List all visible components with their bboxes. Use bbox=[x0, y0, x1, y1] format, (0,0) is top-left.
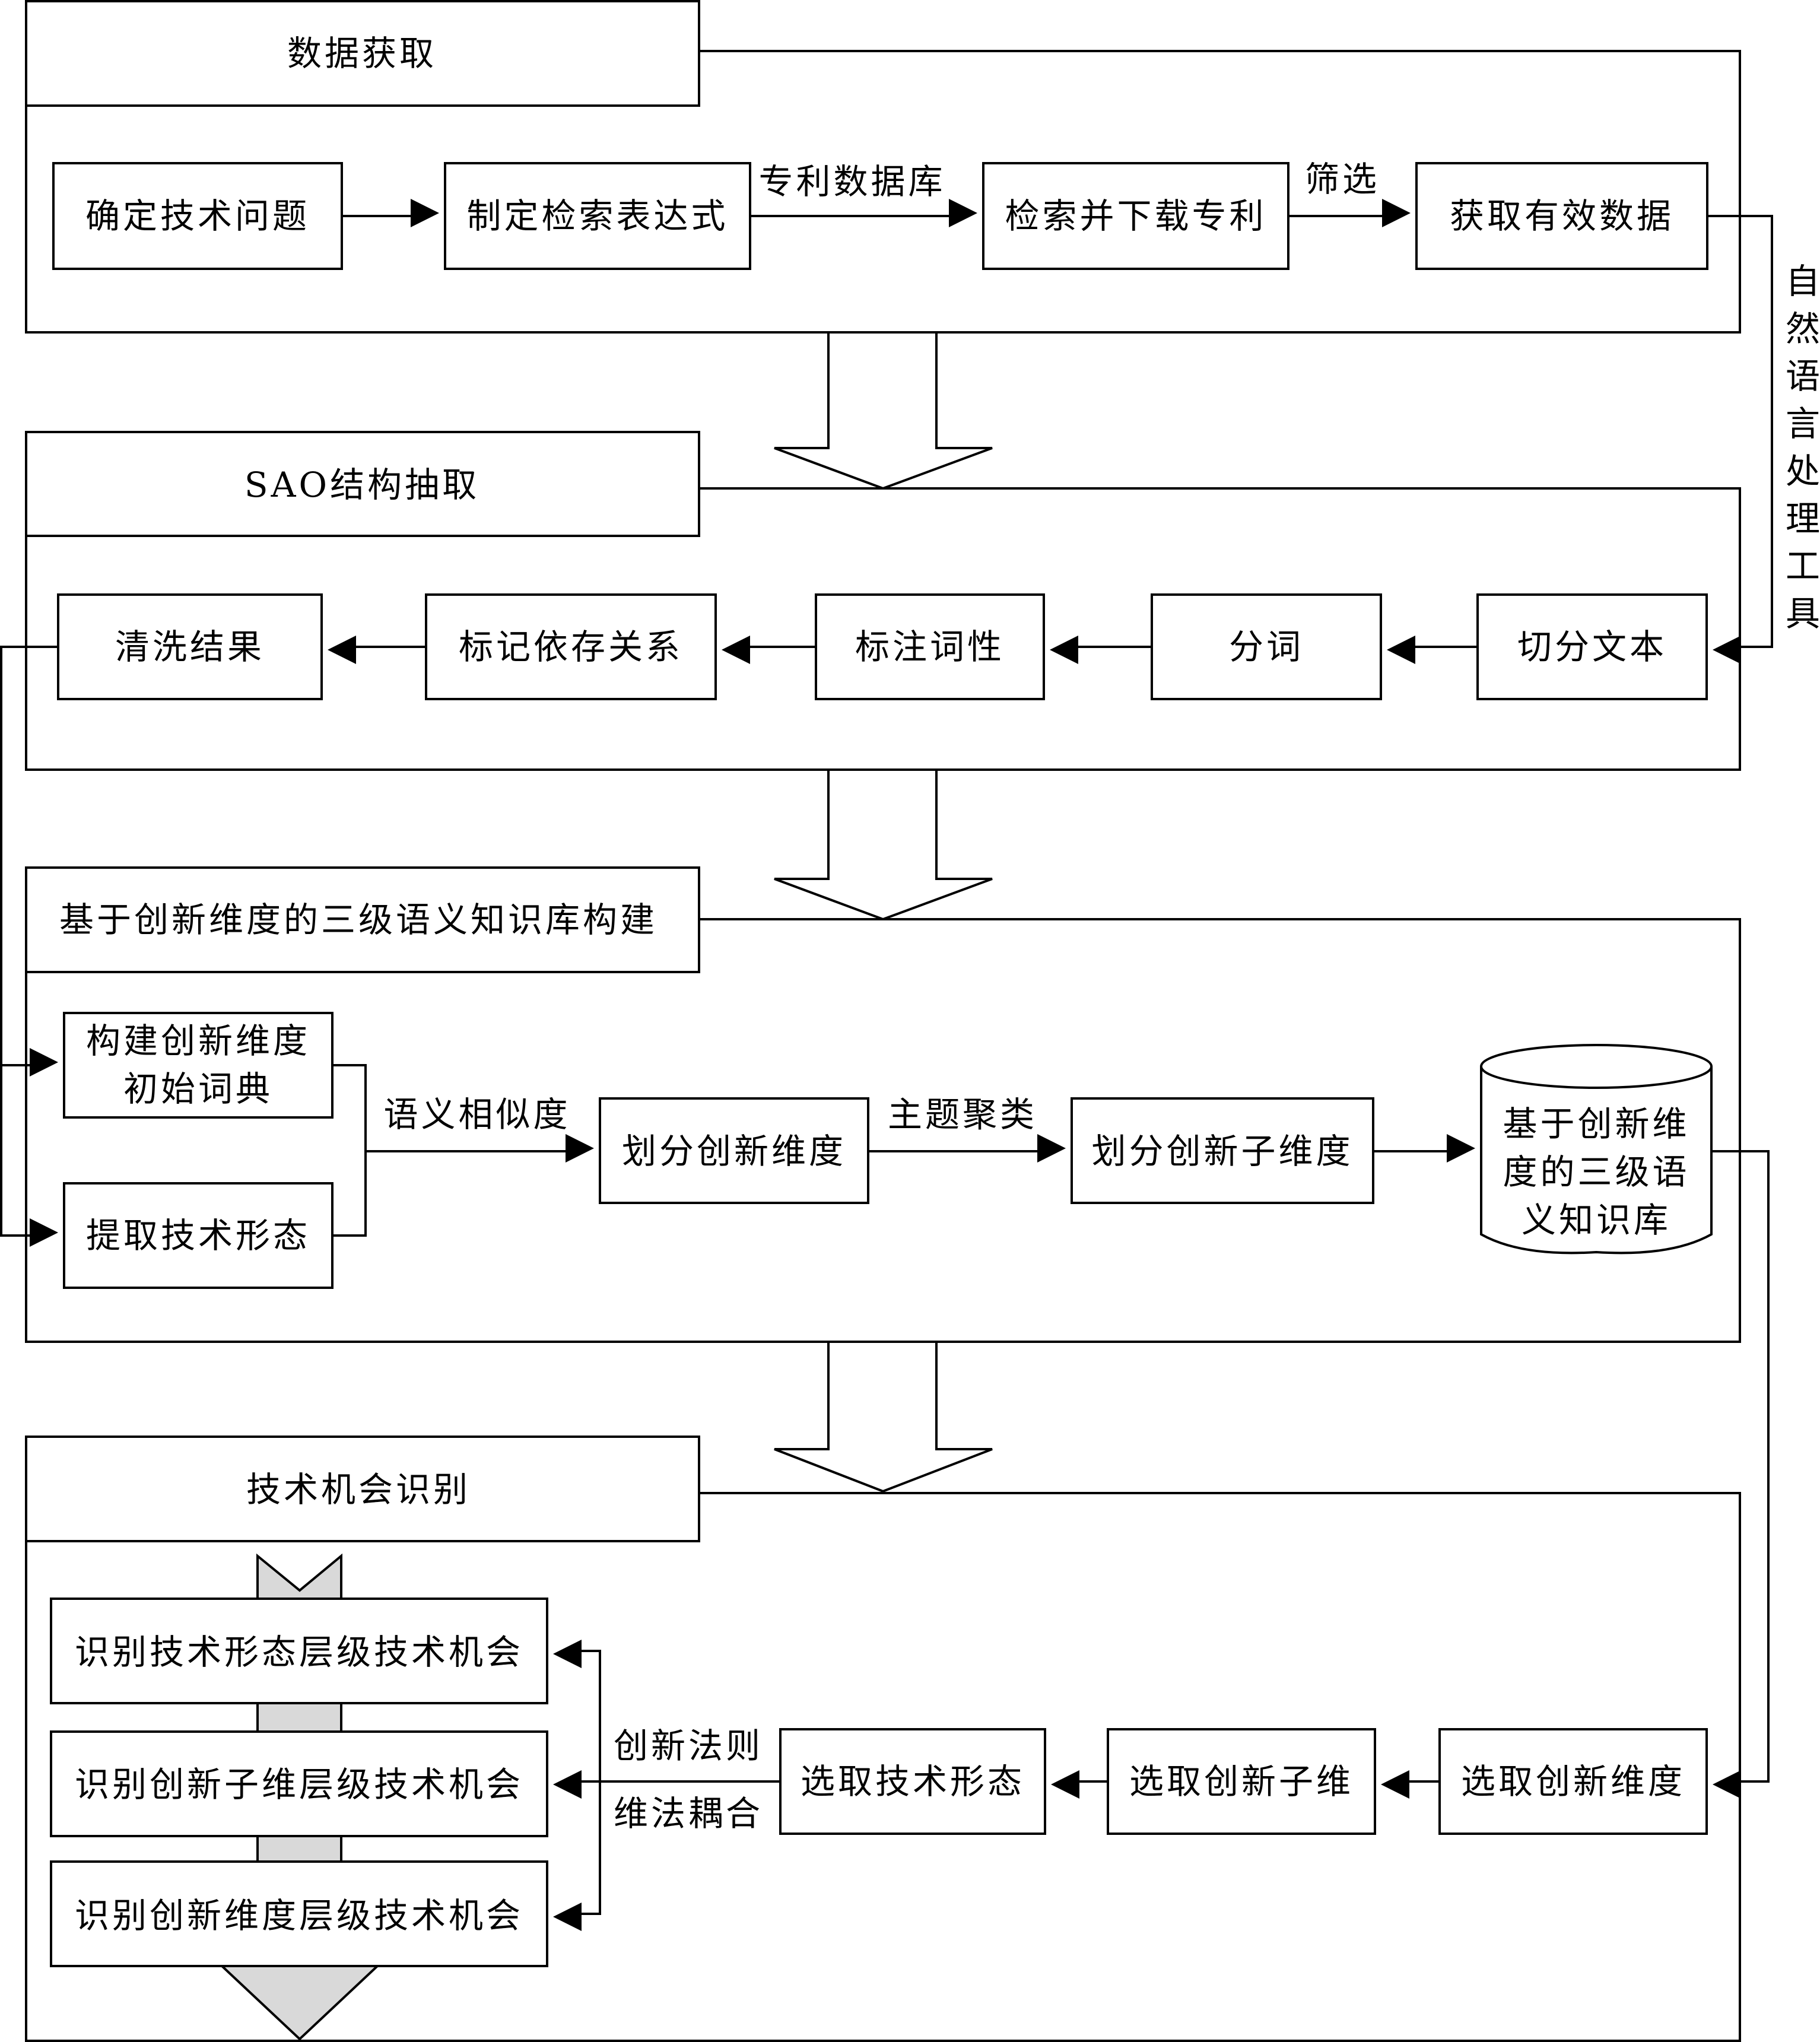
result-label: 识别创新子维层级技术机会 bbox=[75, 1764, 523, 1805]
result-label: 识别创新维度层级技术机会 bbox=[75, 1895, 523, 1936]
select-label: 选取创新子维 bbox=[1129, 1761, 1354, 1802]
section-knowledge-base: 基于创新维度的三级语义知识库构建 构建创新维度 初始词典 提取技术形态 划分创新… bbox=[25, 866, 1741, 1343]
kb-to-selection-connector bbox=[1711, 1150, 1770, 1799]
section-title: 数据获取 bbox=[287, 33, 437, 74]
section-title: 基于创新维度的三级语义知识库构建 bbox=[59, 900, 658, 940]
step-label: 清洗结果 bbox=[115, 627, 265, 667]
database-label: 义知识库 bbox=[1522, 1200, 1671, 1240]
section-title-box bbox=[25, 866, 700, 973]
database-label: 度的三级语 bbox=[1503, 1152, 1689, 1192]
step-label: 确定技术问题 bbox=[85, 196, 310, 236]
edge-label-clustering: 主题聚类 bbox=[888, 1094, 1037, 1135]
step-label: 切分文本 bbox=[1517, 627, 1667, 667]
select-sub-dimension bbox=[1107, 1728, 1376, 1835]
result-tech-form-level bbox=[50, 1598, 548, 1704]
side-label-char: 处 bbox=[1786, 451, 1820, 491]
section-title: 技术机会识别 bbox=[246, 1469, 471, 1510]
section-title: SAO结构抽取 bbox=[244, 465, 479, 505]
edge-label-similarity: 语义相似度 bbox=[383, 1094, 570, 1135]
step-split-text bbox=[1476, 593, 1708, 700]
edge-label-patent-db: 专利数据库 bbox=[758, 161, 945, 202]
side-label-char: 工 bbox=[1786, 546, 1820, 586]
database-cylinder-icon bbox=[1480, 1066, 1713, 1255]
coupling-label: 创新法则 bbox=[614, 1726, 763, 1766]
step-label: 构建创新维度 bbox=[86, 1021, 310, 1061]
select-dimension bbox=[1438, 1728, 1708, 1835]
coupling-bracket bbox=[576, 1650, 601, 1915]
stage-arrow-down-2 bbox=[774, 771, 993, 921]
database-cylinder-top bbox=[1480, 1044, 1713, 1089]
stage-arrow-down-1 bbox=[774, 334, 993, 490]
step-define-problem bbox=[52, 162, 343, 270]
stage-arrow-down-3 bbox=[774, 1343, 993, 1493]
side-label-char: 言 bbox=[1786, 404, 1820, 444]
step-label: 划分创新子维度 bbox=[1091, 1131, 1353, 1171]
nlp-tool-connector bbox=[1707, 215, 1773, 664]
step-search-expression bbox=[444, 162, 751, 270]
step-label: 提取技术形态 bbox=[86, 1215, 310, 1256]
step-extract-tech-form bbox=[63, 1182, 333, 1289]
side-label-char: 然 bbox=[1786, 309, 1820, 349]
select-label: 选取技术形态 bbox=[801, 1761, 1025, 1802]
side-label-char: 理 bbox=[1786, 498, 1820, 539]
step-label: 初始词典 bbox=[123, 1069, 273, 1109]
step-pos-tagging bbox=[815, 593, 1045, 700]
section-title-box bbox=[25, 0, 700, 107]
step-segmentation bbox=[1151, 593, 1382, 700]
step-label: 获取有效数据 bbox=[1450, 196, 1674, 236]
select-tech-form bbox=[779, 1728, 1046, 1835]
result-dimension-level bbox=[50, 1860, 548, 1967]
step-label: 标记依存关系 bbox=[459, 627, 683, 667]
merge-bracket bbox=[332, 1064, 571, 1237]
step-clean-results bbox=[57, 593, 323, 700]
side-label-char: 自 bbox=[1786, 261, 1820, 301]
side-label-nlp-tools: 自 然 语 言 处 理 工 具 bbox=[1786, 261, 1820, 634]
section-data-acquisition: 数据获取 确定技术问题 制定检索表达式 检索并下载专利 获取有效数据 专利数据库… bbox=[25, 0, 1741, 334]
coupling-label: 维法耦合 bbox=[614, 1793, 763, 1834]
step-initial-dictionary bbox=[63, 1012, 333, 1119]
step-label: 检索并下载专利 bbox=[1005, 196, 1266, 236]
side-label-char: 语 bbox=[1786, 356, 1820, 396]
step-label: 制定检索表达式 bbox=[466, 196, 728, 236]
section-title-box bbox=[25, 1436, 700, 1542]
edge-label-filter: 筛选 bbox=[1305, 159, 1380, 199]
section-sao-extraction: SAO结构抽取 切分文本 分词 标注词性 标记依存关系 清洗结果 bbox=[25, 431, 1741, 771]
step-download-patents bbox=[982, 162, 1289, 270]
section-title-box bbox=[25, 431, 700, 537]
step-dependency bbox=[425, 593, 717, 700]
step-valid-data bbox=[1415, 162, 1708, 270]
clean-feed-connector bbox=[0, 646, 58, 1247]
result-sub-dimension-level bbox=[50, 1730, 548, 1837]
step-label: 标注词性 bbox=[855, 627, 1005, 667]
section-opportunity: 技术机会识别 识别技术形态层级技术机会 识别创新子维层级技术机会 识别创新维度层… bbox=[25, 1436, 1741, 2042]
select-label: 选取创新维度 bbox=[1461, 1761, 1685, 1802]
step-label: 分词 bbox=[1229, 627, 1304, 667]
step-label: 划分创新维度 bbox=[622, 1131, 846, 1171]
result-label: 识别技术形态层级技术机会 bbox=[75, 1632, 523, 1672]
side-label-char: 具 bbox=[1786, 593, 1820, 634]
step-divide-sub-dimension bbox=[1071, 1097, 1374, 1204]
database-label: 基于创新维 bbox=[1503, 1104, 1689, 1144]
